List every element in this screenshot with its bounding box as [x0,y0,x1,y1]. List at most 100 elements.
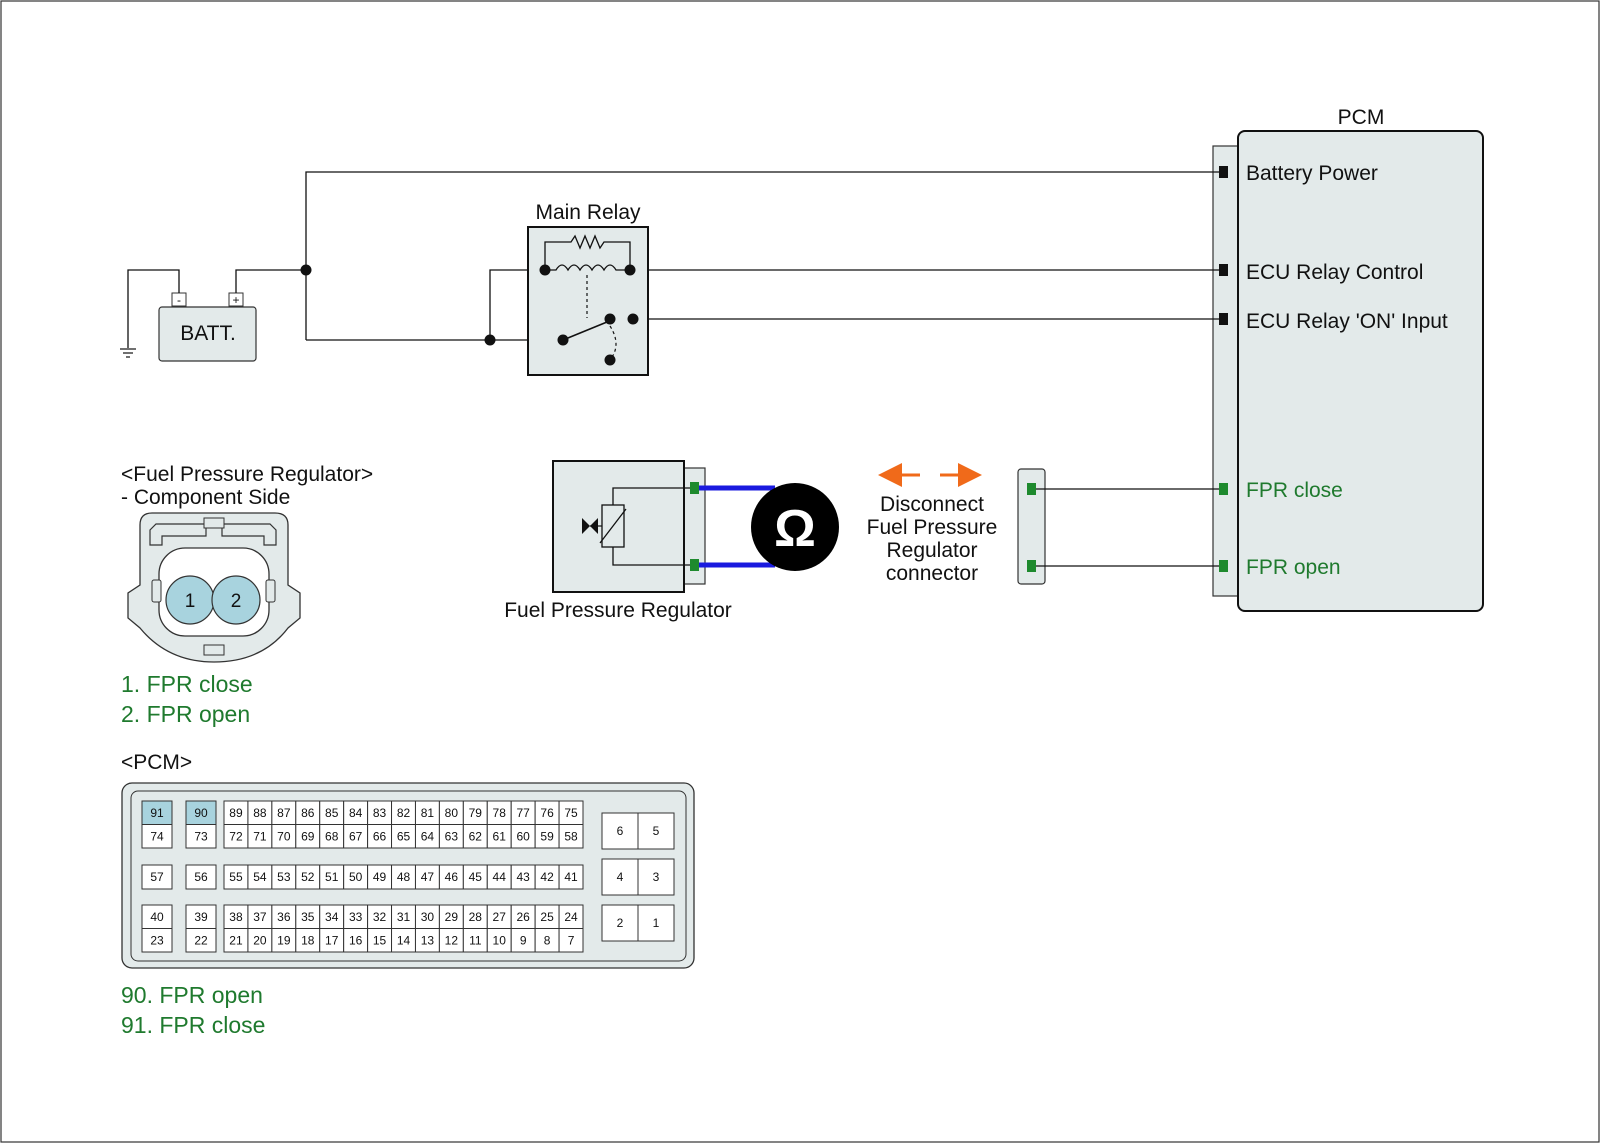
pcm-pin-label: 33 [349,910,363,924]
pcm-pin-label: 63 [445,829,459,843]
pcm-pin-label: 79 [469,806,483,820]
pcm-pin-cell [141,928,173,953]
pcm-pin-label: 88 [253,806,267,820]
pcm-pin-label: 81 [421,806,435,820]
pcm-pin-label: 42 [540,870,554,884]
battery: BATT. - + [120,269,257,362]
relay-switch-arm [562,321,608,341]
pcm-pin-label: 48 [397,870,411,884]
pcm-pin-cell [185,928,217,953]
pcm-label-battery-power: Battery Power [1246,162,1378,185]
pcm-pin-label: 84 [349,806,363,820]
splice-dot [300,264,312,276]
pcm-pin-label: 77 [516,806,530,820]
pcm-pin-label: 64 [421,829,435,843]
pcm-pin-label: 29 [445,910,459,924]
main-relay-label: Main Relay [535,201,641,224]
fpr-label: Fuel Pressure Regulator [504,599,732,622]
connector-legend-2: 2. FPR open [121,701,250,727]
pcm-pin-label: 6 [617,824,624,838]
main-relay-box [527,226,649,376]
pcm-pin-label: 2 [617,916,624,930]
pcm-pin-label: 20 [253,933,267,947]
pcm-pin-label: 27 [493,910,507,924]
pcm-pin-label: 55 [229,870,243,884]
pcm-pin-label: 7 [568,933,575,947]
pcm-module: PCM Battery Power ECU Relay Control ECU … [1212,106,1484,612]
pcm-pin-grid: 9174907389728871877086698568846783668265… [141,800,675,953]
relay-coil-icon [545,264,630,272]
pcm-pin-label: 78 [493,806,507,820]
harness-connector [1017,468,1046,585]
pcm-pin-label: 1 [653,916,660,930]
pcm-pin-label: 65 [397,829,411,843]
pcm-terminal-fpr-open [1219,560,1228,572]
pcm-pin-label: 59 [540,829,554,843]
pcm-connector-title: <PCM> [121,751,192,774]
pcm-pin-label: 62 [469,829,483,843]
harness-terminal-2 [1027,560,1036,572]
pcm-pin-label: 53 [277,870,291,884]
pcm-pin-label: 13 [421,933,435,947]
pcm-pin-label: 86 [301,806,315,820]
relay-terminal-dot [557,334,569,346]
pcm-pin-label: 68 [325,829,339,843]
fpr-internal-wire-2 [612,547,695,566]
pcm-pin-label: 22 [194,933,208,947]
pcm-box [1237,130,1484,612]
pcm-pin-label: 30 [421,910,435,924]
pcm-pin-label: 38 [229,910,243,924]
pcm-pin-label: 31 [397,910,411,924]
connector-pin-2-label: 2 [231,591,242,612]
pcm-pin-label: 61 [493,829,507,843]
pcm-pin-label: 44 [493,870,507,884]
ground-wire [127,269,180,348]
pcm-connector-strip [1212,145,1242,597]
pcm-pin-label: 35 [301,910,315,924]
pcm-pin-cell [601,812,639,850]
pcm-pin-label: 70 [277,829,291,843]
solenoid-diagonal [599,508,627,544]
pcm-terminal-fpr-close [1219,483,1228,495]
ohmmeter-icon: Ω [751,483,839,571]
pcm-pin-label: 76 [540,806,554,820]
pcm-pin-label: 75 [564,806,578,820]
fuel-pressure-regulator: Fuel Pressure Regulator [504,460,732,622]
battery-positive-wire [235,269,306,293]
pcm-pin-cell [141,864,173,890]
main-relay: Main Relay [527,201,649,376]
pcm-pin-label: 74 [150,829,164,843]
pcm-pin-cell [637,858,675,896]
pcm-pin-label: 71 [253,829,267,843]
pcm-pin-cell [185,824,217,849]
pcm-pin-label: 3 [653,870,660,884]
pcm-pin-label: 69 [301,829,315,843]
pcm-pin-cell [637,812,675,850]
pcm-pin-label: 19 [277,933,291,947]
fpr-box [552,460,685,593]
pcm-pin-cell [558,928,584,953]
pcm-legend-1: 90. FPR open [121,982,263,1008]
pcm-pin-label: 60 [516,829,530,843]
fpr-terminal-2 [690,559,699,571]
pcm-pin-label: 49 [373,870,387,884]
pcm-pin-cell [141,824,173,849]
pcm-pin-label: 47 [421,870,435,884]
pcm-pin-label: 46 [445,870,459,884]
connector-view-subtitle: - Component Side [121,486,290,509]
disconnect-note-line-4: connector [886,562,978,585]
pcm-pin-cell [558,824,584,849]
pcm-pin-label: 40 [150,910,164,924]
pcm-pin-label: 56 [194,870,208,884]
relay-terminal-dot [539,264,551,276]
pcm-pin-label: 72 [229,829,243,843]
pcm-pin-label: 58 [564,829,578,843]
relay-resistor-icon [544,234,631,270]
pcm-pin-label: 51 [325,870,339,884]
disconnect-note-line-2: Fuel Pressure [867,516,998,539]
pcm-label-fpr-close: FPR close [1246,479,1343,502]
ground-icon [120,348,136,358]
